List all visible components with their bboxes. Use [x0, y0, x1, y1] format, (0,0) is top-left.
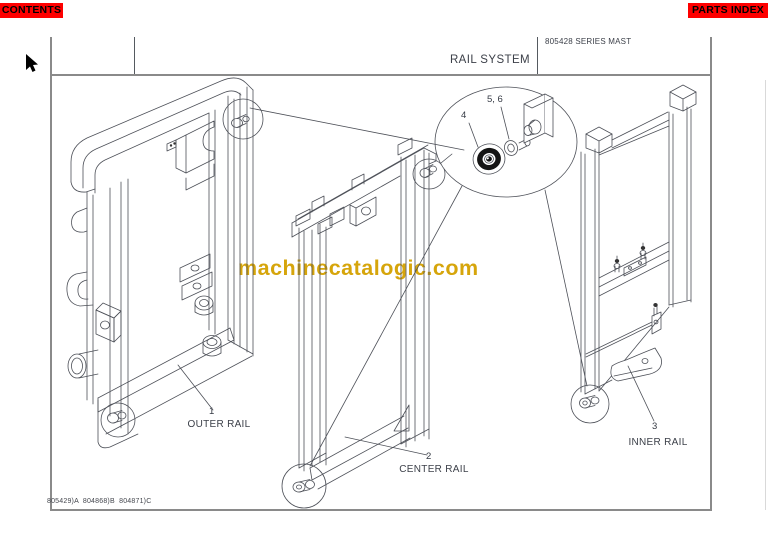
header-divider-right: [537, 37, 538, 74]
callout-4: 4: [461, 110, 467, 121]
series-title: 805428 SERIES MAST: [545, 37, 632, 46]
cursor-arrow-icon: [26, 54, 38, 72]
page-border-bottom: [50, 509, 712, 511]
item-name-inner-rail: INNER RAIL: [628, 437, 688, 448]
drawing-revision-codes: 805429)A 804868)B 804871)C: [47, 498, 152, 505]
item-name-center-rail: CENTER RAIL: [399, 464, 469, 475]
item-number-3: 3: [652, 421, 658, 432]
roller-circle: [100, 402, 136, 438]
viewport-edge: [765, 80, 766, 510]
center-rail-drawing: [281, 137, 446, 509]
outer-rail-drawing: [66, 77, 264, 449]
item-name-outer-rail: OUTER RAIL: [187, 419, 251, 430]
item-number-1: 1: [209, 406, 215, 417]
roller-circle: [281, 463, 327, 509]
washer-icon: [504, 140, 518, 156]
page-title: RAIL SYSTEM: [449, 54, 530, 66]
roller-circle: [412, 158, 446, 190]
page-border-left: [50, 37, 52, 510]
item-number-2: 2: [426, 451, 432, 462]
header-rule: [50, 74, 712, 76]
roller-circle: [570, 384, 610, 424]
bearing-icon: [472, 143, 506, 175]
detail-balloon: [249, 86, 578, 198]
page-border-right: [710, 37, 712, 510]
callout-5-6: 5, 6: [487, 94, 503, 105]
contents-button[interactable]: CONTENTS: [0, 3, 63, 18]
inner-rail-drawing: [570, 84, 697, 424]
header-divider-left: [134, 37, 135, 74]
roller-circle: [222, 98, 264, 140]
parts-index-button[interactable]: PARTS INDEX: [688, 3, 768, 18]
watermark-text: machinecatalogic.com: [238, 256, 479, 280]
